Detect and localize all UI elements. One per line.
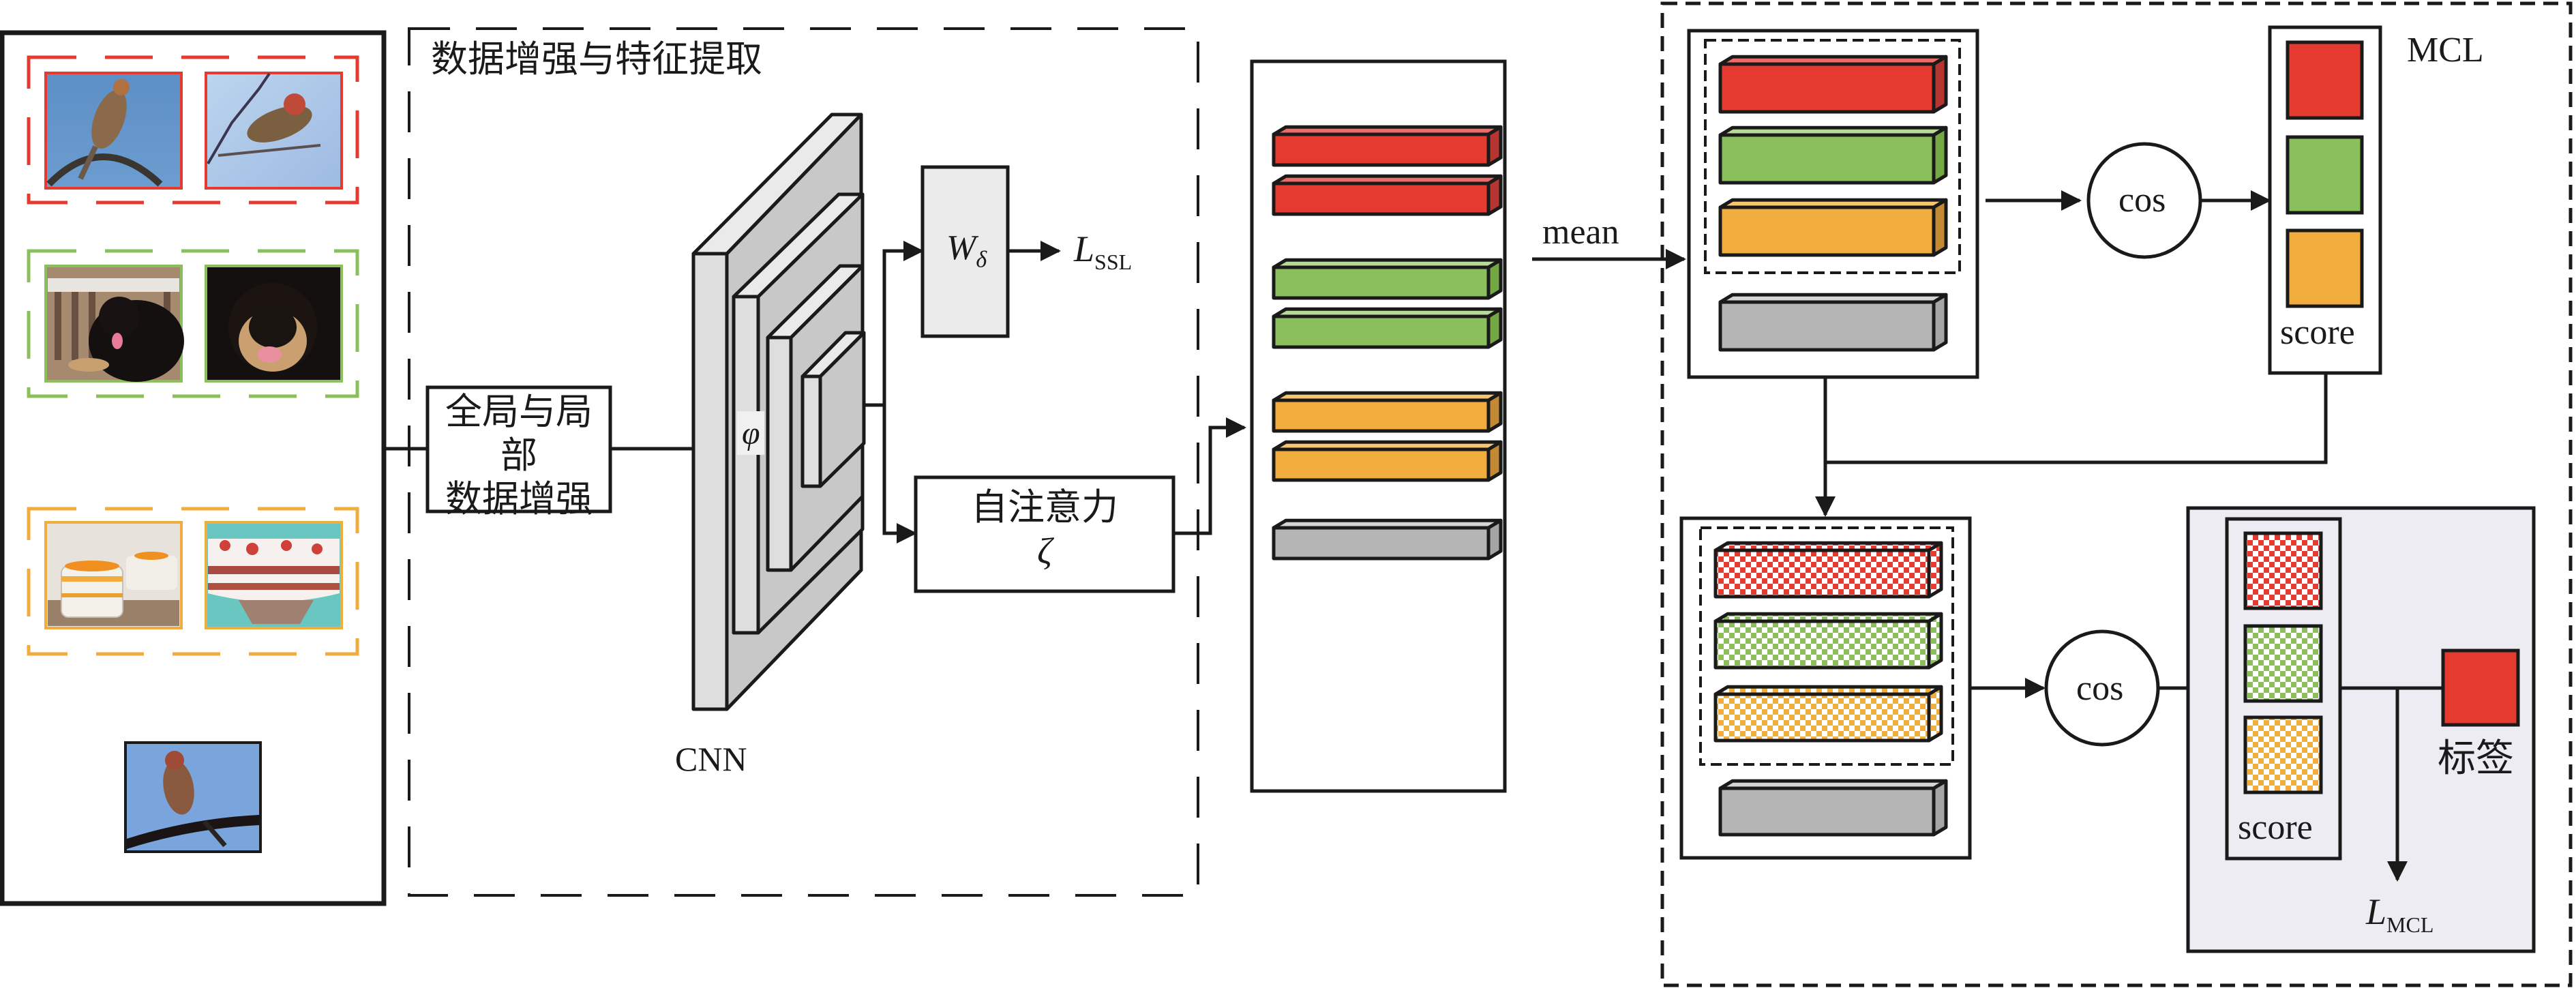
prototype-bar-orange	[1718, 198, 1948, 257]
cos-top-label: cos	[2118, 181, 2166, 220]
feature-bar-red	[1272, 174, 1503, 216]
augment-extract-section	[408, 27, 1199, 897]
ssl-loss-label: LSSL	[1074, 230, 1132, 273]
section-title-mcl: MCL	[2407, 31, 2484, 70]
query-bar-gray	[1718, 779, 1948, 837]
feature-bar-orange	[1272, 391, 1503, 433]
augment-line-2: 数据增强	[445, 477, 593, 520]
score-swatch-green-checkered	[2243, 624, 2323, 703]
connector-attention-features	[1173, 417, 1246, 535]
query-bar-green-checkered	[1713, 612, 1943, 670]
group-frame-birds	[27, 55, 359, 205]
query-bar-red-checkered	[1713, 541, 1943, 599]
augment-line-1: 全局与局部	[445, 390, 593, 477]
group-frame-desserts	[27, 507, 359, 656]
augment-box-label: 全局与局部 数据增强	[428, 390, 610, 521]
mean-label: mean	[1542, 213, 1619, 252]
prototype-bar-gray	[1718, 293, 1948, 352]
prototype-group-top	[1704, 39, 1961, 274]
mcl-loss-subscript: MCL	[2386, 912, 2434, 937]
label-swatch	[2441, 648, 2520, 727]
cnn-output-connectors	[864, 241, 924, 543]
prototype-bar-green	[1718, 125, 1948, 185]
label-text: 标签	[2438, 736, 2514, 781]
feature-bar-orange	[1272, 440, 1503, 482]
feature-bar-green	[1272, 258, 1503, 300]
attention-label: 自注意力 ζ	[916, 486, 1173, 573]
label-connectors	[2340, 686, 2443, 882]
image-dessert-cups	[44, 521, 183, 629]
score-swatch-red	[2286, 40, 2364, 120]
feature-bar-red	[1272, 125, 1503, 167]
score-swatch-green	[2286, 135, 2364, 215]
cnn-label: CNN	[675, 740, 747, 778]
group-frame-dogs	[27, 249, 359, 398]
projection-subscript: δ	[976, 247, 987, 273]
feature-bar-gray	[1272, 518, 1503, 561]
score-top-label: score	[2280, 313, 2355, 352]
score-bottom-label: score	[2238, 808, 2313, 847]
image-dog-lying	[44, 265, 184, 383]
ssl-loss-subscript: SSL	[1094, 249, 1133, 274]
projection-symbol: W	[946, 228, 976, 267]
attention-text: 自注意力	[971, 486, 1118, 528]
mcl-loss-label: LMCL	[2366, 893, 2433, 936]
image-query-bird	[124, 741, 262, 853]
augment-box	[425, 385, 612, 513]
score-swatch-orange	[2286, 228, 2364, 308]
image-bird-twig	[205, 72, 343, 190]
feature-bar-green	[1272, 307, 1503, 349]
ssl-loss-symbol: L	[1074, 228, 1095, 269]
mcl-loss-symbol: L	[2366, 891, 2387, 932]
cos-bottom-label: cos	[2076, 669, 2124, 708]
query-bar-orange-checkered	[1713, 685, 1943, 743]
phi-label-bg	[737, 411, 764, 455]
prototype-group-bottom	[1699, 526, 1954, 766]
feedback-connectors	[1815, 373, 2328, 517]
prototype-bar-red	[1718, 55, 1948, 114]
image-dog-face	[205, 265, 343, 383]
mcl-section	[1660, 1, 2573, 987]
projection-box	[920, 165, 1010, 338]
cnn-phi-symbol: φ	[742, 415, 760, 451]
score-swatch-orange-checkered	[2243, 715, 2323, 794]
image-trifle-cake	[205, 521, 343, 629]
image-bird-arch	[44, 72, 183, 190]
projection-label: Wδ	[946, 230, 987, 271]
cnn-stack	[691, 113, 866, 711]
attention-box	[914, 475, 1175, 593]
attention-symbol: ζ	[1037, 531, 1052, 571]
section-title-augment-extract: 数据增强与特征提取	[431, 38, 762, 80]
score-swatch-red-checkered	[2243, 531, 2323, 610]
